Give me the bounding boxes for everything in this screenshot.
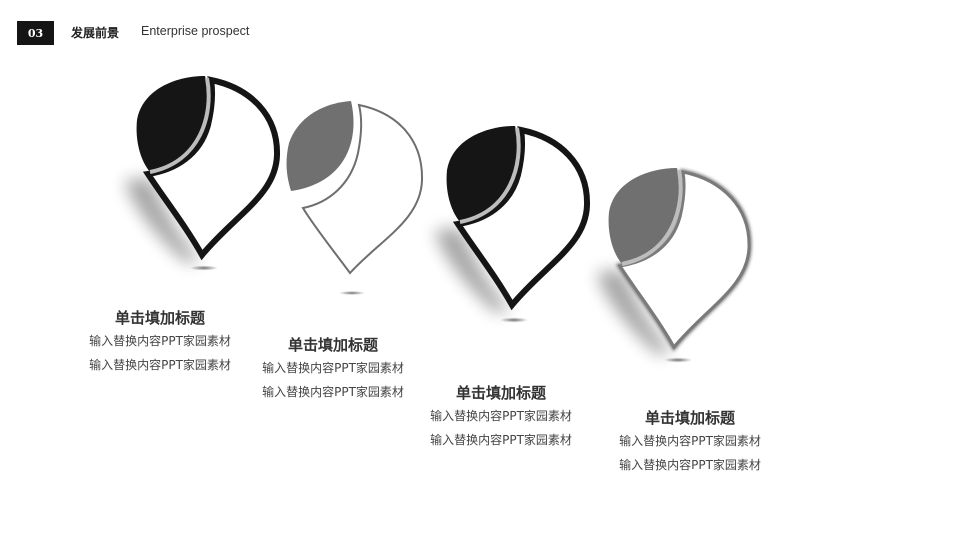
item-desc-line[interactable]: 输入替换内容PPT家园素材 xyxy=(619,434,761,448)
section-title-en: Enterprise prospect xyxy=(141,24,250,38)
item-title[interactable]: 单击填加标题 xyxy=(287,336,378,354)
item-desc-line[interactable]: 输入替换内容PPT家园素材 xyxy=(262,385,404,399)
item-title[interactable]: 单击填加标题 xyxy=(455,384,546,402)
section-number-badge: 03 xyxy=(17,21,54,45)
item-desc-line[interactable]: 输入替换内容PPT家园素材 xyxy=(89,334,231,348)
item-2-text: 单击填加标题 输入替换内容PPT家园素材 输入替换内容PPT家园素材 xyxy=(243,335,423,404)
item-desc-line[interactable]: 输入替换内容PPT家园素材 xyxy=(262,361,404,375)
item-1-text: 单击填加标题 输入替换内容PPT家园素材 输入替换内容PPT家园素材 xyxy=(70,308,250,377)
item-desc-line[interactable]: 输入替换内容PPT家园素材 xyxy=(430,409,572,423)
section-title-cn: 发展前景 xyxy=(71,26,120,40)
item-desc-line[interactable]: 输入替换内容PPT家园素材 xyxy=(89,358,231,372)
item-title[interactable]: 单击填加标题 xyxy=(114,309,205,327)
item-title[interactable]: 单击填加标题 xyxy=(644,409,735,427)
item-desc-line[interactable]: 输入替换内容PPT家园素材 xyxy=(619,458,761,472)
slide-header: 03 发展前景 Enterprise prospect xyxy=(0,0,960,60)
item-desc-line[interactable]: 输入替换内容PPT家园素材 xyxy=(430,433,572,447)
pin-1-location-pin-icon xyxy=(125,76,281,271)
pin-3-location-pin-icon xyxy=(435,126,591,323)
pin-2-location-pin-icon xyxy=(286,101,424,295)
item-4-text: 单击填加标题 输入替换内容PPT家园素材 输入替换内容PPT家园素材 xyxy=(600,408,780,477)
item-3-text: 单击填加标题 输入替换内容PPT家园素材 输入替换内容PPT家园素材 xyxy=(411,383,591,452)
pin-4-location-pin-icon xyxy=(597,168,752,363)
